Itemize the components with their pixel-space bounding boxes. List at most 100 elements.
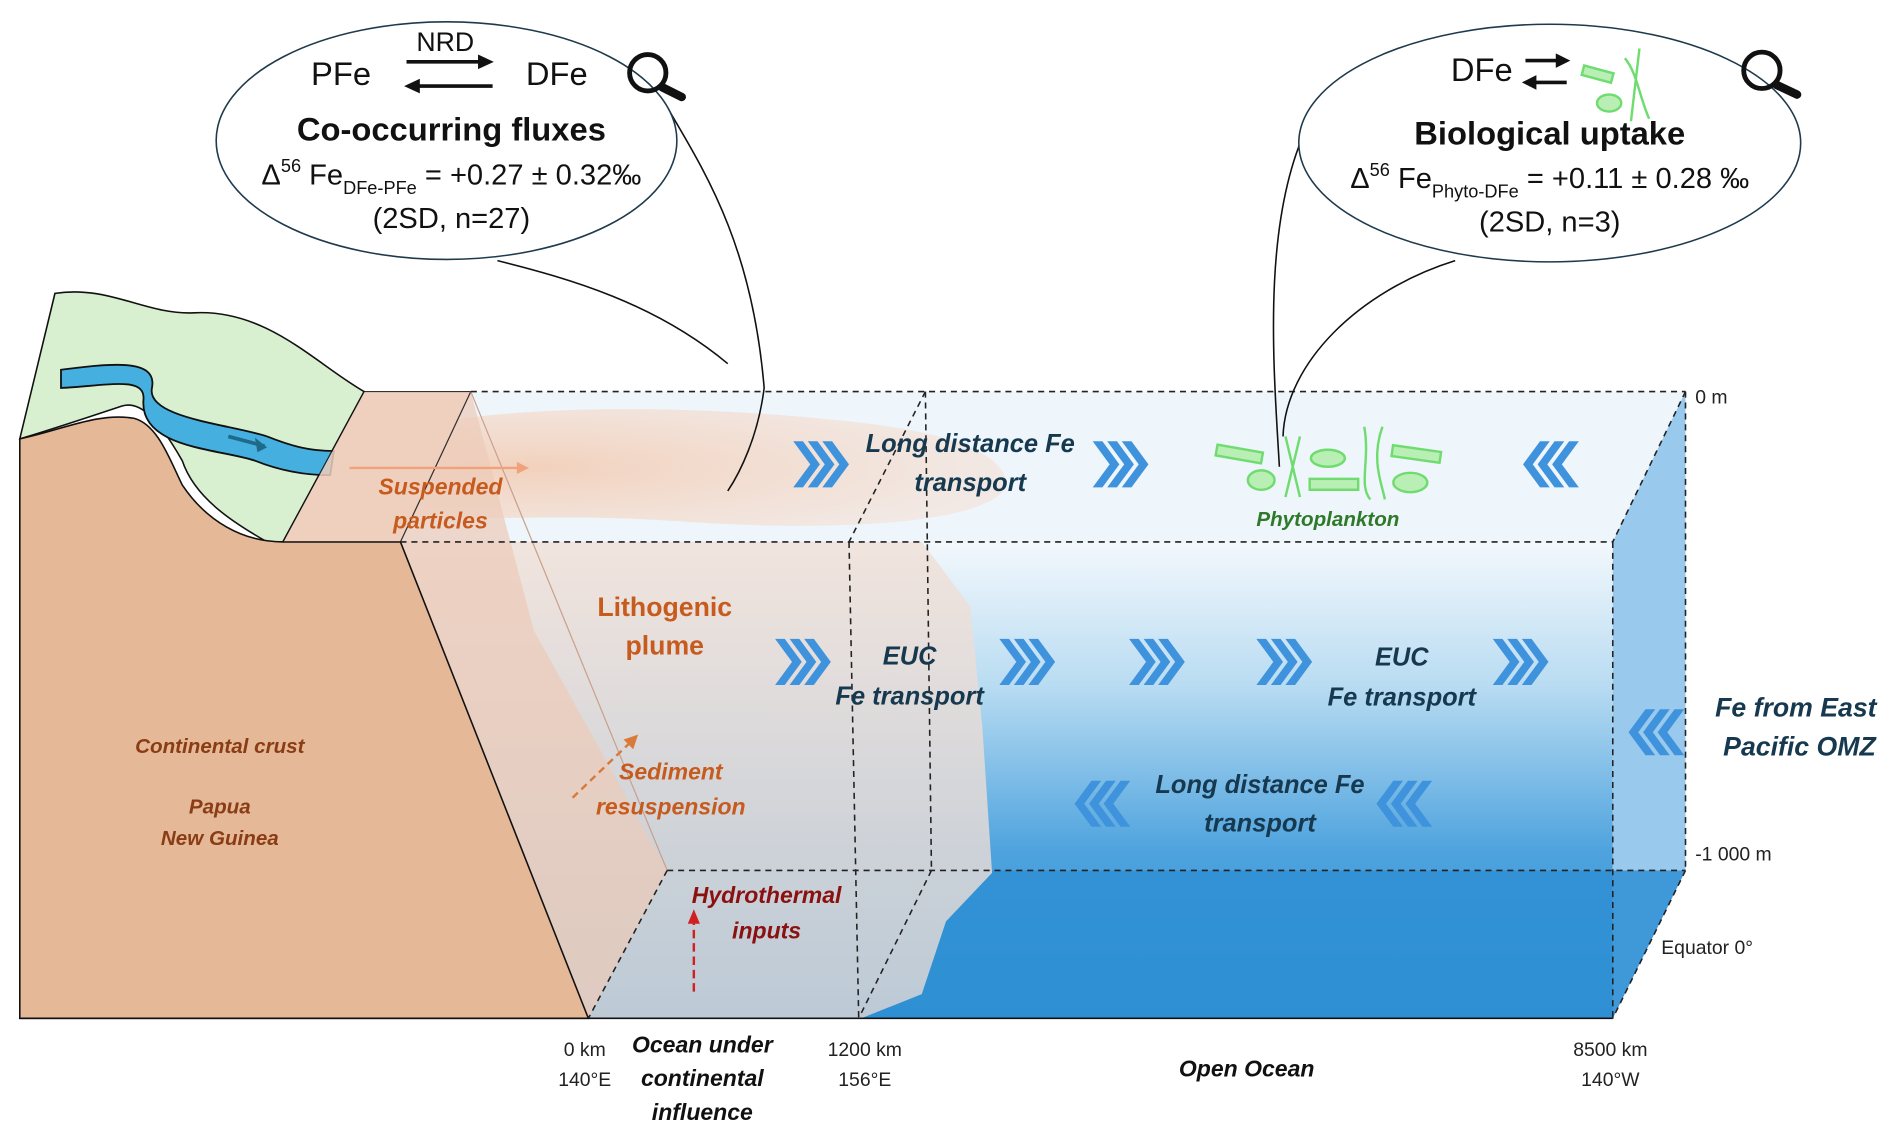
zone-coastal-1: Ocean under [632, 1031, 774, 1057]
chevron-stroke [1256, 638, 1284, 685]
omz-label-1: Fe from East [1715, 692, 1878, 722]
country-label-1: Papua [189, 795, 251, 818]
bubble-left-title: Co-occurring fluxes [297, 111, 606, 148]
suspended-arrow [349, 461, 529, 475]
zone-open: Open Ocean [1179, 1056, 1315, 1082]
hydrothermal-label-1: Hydrothermal [692, 882, 842, 908]
chevron-left-icon [1074, 780, 1131, 827]
chevron-stroke [1092, 441, 1120, 488]
zone-coastal-3: influence [652, 1099, 753, 1125]
chevron-stroke [1523, 441, 1550, 488]
river-arrowhead [254, 437, 268, 453]
chevron-stroke [1507, 638, 1534, 685]
chevron-left-icon [1523, 441, 1579, 488]
euc-right-1: EUC [1375, 644, 1429, 672]
chevron-stroke [1390, 780, 1418, 827]
magnifier-icon [627, 52, 686, 102]
chevron-right-icon [999, 638, 1056, 685]
lithogenic-label-2: plume [625, 631, 704, 661]
chevron-stroke [1089, 780, 1116, 827]
bubble-right-formula: Δ56 FePhyto-DFe = +0.11 ± 0.28 ‰ [1350, 160, 1749, 202]
chevron-left-icon [1376, 780, 1433, 827]
chevron-stroke [1158, 638, 1185, 685]
chevron-stroke [1537, 441, 1565, 488]
chevron-stroke [793, 441, 820, 488]
chevron-stroke [1643, 709, 1670, 756]
pfe-label: PFe [311, 55, 371, 92]
continental-crust [19, 416, 590, 1020]
chevron-stroke [1492, 638, 1520, 685]
long-distance-top-2: transport [914, 469, 1027, 497]
crust-label: Continental crust [135, 735, 305, 758]
bubble-left-formula: Δ56 FeDFe-PFe = +0.27 ± 0.32‰ [261, 156, 641, 198]
nrd-label: NRD [416, 27, 474, 57]
sediment-label-2: resuspension [596, 794, 746, 820]
chevron-stroke [1285, 638, 1313, 685]
chevron-right-icon [1092, 441, 1149, 488]
sediment-label-1: Sediment [619, 759, 724, 785]
chevron-stroke [1552, 441, 1579, 488]
phytoplankton-icon [1214, 426, 1443, 501]
chevron-stroke [1129, 638, 1156, 685]
hydrothermal-label-2: inputs [732, 917, 801, 943]
chevron-stroke [1376, 780, 1404, 827]
ocean-box-edges [400, 390, 1687, 1019]
chevron-right-icon [1492, 638, 1549, 685]
equilibrium-arrows-icon [404, 54, 494, 94]
omz-label-2: Pacific OMZ [1723, 731, 1877, 761]
long-distance-top-1: Long distance Fe [866, 430, 1075, 458]
x0-deg: 140°E [558, 1069, 611, 1091]
chevron-stroke [804, 638, 831, 685]
chevron-stroke [1028, 638, 1056, 685]
chevron-stroke [1270, 638, 1298, 685]
land-surface [18, 291, 366, 543]
suspended-label-1: Suspended [378, 474, 503, 500]
long-distance-bottom-2: transport [1204, 810, 1317, 838]
chevron-stroke [1405, 780, 1433, 827]
euc-left-1: EUC [883, 642, 937, 670]
euc-right-2: Fe transport [1328, 684, 1478, 712]
chevron-stroke [1521, 638, 1549, 685]
equilibrium-arrows-icon [1521, 53, 1571, 90]
depth-bottom-label: -1 000 m [1695, 844, 1771, 866]
chevron-stroke [1107, 441, 1134, 488]
chevron-right-icon [793, 441, 850, 488]
chevron-stroke [1013, 638, 1041, 685]
chevron-stroke [1121, 441, 1149, 488]
equator-label: Equator 0° [1661, 937, 1753, 959]
chevron-left-icon [1628, 709, 1685, 756]
x1-deg: 156°E [838, 1069, 891, 1091]
x1-km: 1200 km [828, 1039, 902, 1061]
country-label-2: New Guinea [161, 827, 279, 850]
chevron-stroke [1628, 709, 1656, 756]
x2-deg: 140°W [1581, 1069, 1640, 1091]
slope-shade [282, 391, 668, 1019]
chevron-right-icon [1129, 638, 1185, 685]
magnifier-icon [1741, 49, 1802, 99]
phytoplankton-label: Phytoplankton [1256, 508, 1399, 531]
sediment-arrow [571, 734, 639, 799]
lithogenic-label-1: Lithogenic [597, 592, 732, 622]
bubble-right-stats: (2SD, n=3) [1479, 207, 1620, 239]
chevron-stroke [822, 441, 850, 488]
chevron-stroke [1143, 638, 1171, 685]
ocean-side-face [1612, 391, 1686, 1019]
bubble-left-stats: (2SD, n=27) [373, 203, 531, 235]
zone-coastal-2: continental [641, 1065, 764, 1091]
dfe-label: DFe [526, 55, 588, 92]
chevron-stroke [1074, 780, 1102, 827]
bubble-co-occurring-fluxes [215, 21, 765, 492]
hydrothermal-arrow [687, 909, 700, 992]
x2-km: 8500 km [1573, 1039, 1647, 1061]
x0-km: 0 km [564, 1039, 606, 1061]
chevron-stroke [1103, 780, 1131, 827]
bubble-biological-uptake [1272, 23, 1802, 467]
suspended-label-2: particles [392, 508, 488, 534]
bubble-right-title: Biological uptake [1414, 114, 1685, 151]
dfe-label: DFe [1451, 51, 1513, 88]
chevron-stroke [789, 638, 817, 685]
euc-left-2: Fe transport [835, 682, 985, 710]
long-distance-bottom-1: Long distance Fe [1155, 771, 1364, 799]
chevron-stroke [1657, 709, 1685, 756]
